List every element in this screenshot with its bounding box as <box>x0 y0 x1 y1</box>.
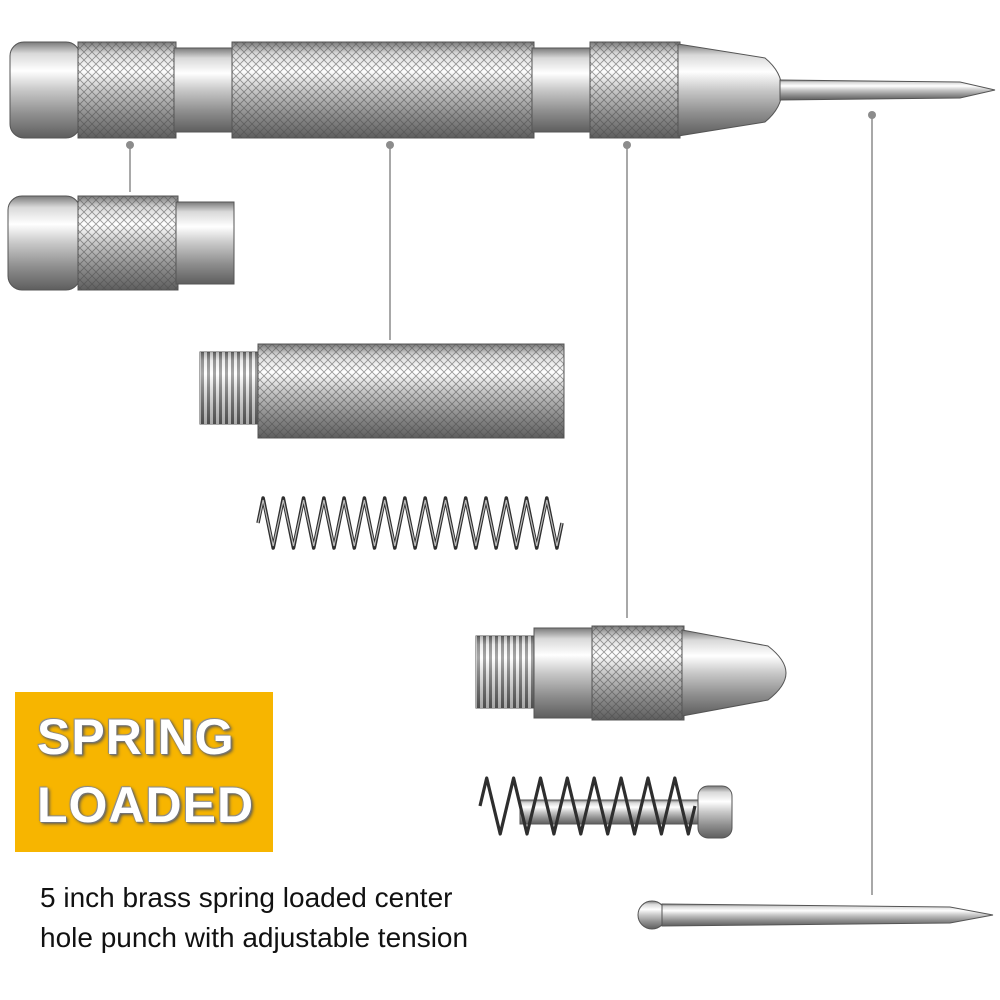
knurled-body-sleeve <box>199 343 565 439</box>
main-spring <box>256 496 564 550</box>
punch-pin <box>637 900 994 930</box>
spring-loaded-badge: SPRING LOADED <box>15 692 273 852</box>
badge-text-line-1: SPRING <box>37 709 235 765</box>
product-caption: 5 inch brass spring loaded center hole p… <box>40 878 620 958</box>
badge-text-line-2: LOADED <box>37 777 255 833</box>
caption-line-1: 5 inch brass spring loaded center <box>40 882 453 913</box>
tip-housing <box>475 625 787 721</box>
leader-dot <box>868 111 876 119</box>
leader-dot <box>623 141 631 149</box>
leader-dot <box>386 141 394 149</box>
caption-line-2: hole punch with adjustable tension <box>40 922 469 953</box>
assembled-center-punch <box>9 41 996 139</box>
end-cap <box>7 195 235 291</box>
leader-lines <box>129 115 873 895</box>
plunger-spring-assembly <box>478 776 733 839</box>
leader-dot <box>126 141 134 149</box>
leader-dots <box>126 111 876 149</box>
